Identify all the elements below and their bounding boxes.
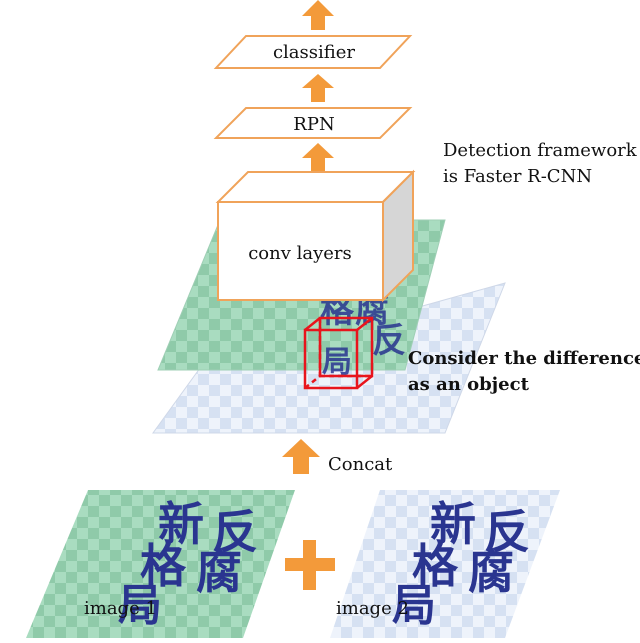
up-arrow-icon bbox=[302, 143, 334, 172]
stacked-title-glyph: 局 bbox=[322, 345, 352, 380]
up-arrow-icon bbox=[302, 74, 334, 102]
cover-glyph: 腐 bbox=[468, 545, 514, 599]
difference-highlight-cube bbox=[303, 316, 374, 390]
up-arrow-icon bbox=[282, 439, 320, 474]
cover-glyph: 腐 bbox=[196, 545, 242, 599]
cover-glyph: 反 bbox=[484, 505, 530, 559]
input-image-1: 新 反 格 腐 局 image 1 bbox=[26, 490, 295, 638]
conv-layers-label: conv layers bbox=[248, 243, 352, 264]
concat-arrow: Concat bbox=[282, 439, 393, 475]
plus-icon bbox=[285, 540, 335, 590]
difference-note-line2: as an object bbox=[408, 374, 530, 395]
conv-box-front bbox=[217, 201, 384, 301]
classifier-layer: classifier bbox=[213, 35, 413, 69]
framework-note-line1: Detection framework bbox=[443, 140, 638, 161]
cover-glyph: 新 bbox=[158, 497, 204, 551]
arrow-top bbox=[302, 0, 334, 30]
image2-cover-title: 新 反 格 腐 局 bbox=[392, 497, 530, 631]
stacked-title-glyph: 反 bbox=[372, 321, 406, 361]
classifier-label: classifier bbox=[273, 42, 355, 63]
input-image-2: 新 反 格 腐 局 image 2 bbox=[330, 490, 560, 638]
up-arrow-icon bbox=[302, 0, 334, 30]
cover-glyph: 反 bbox=[212, 505, 258, 559]
arrow-classifier-rpn bbox=[302, 74, 334, 102]
cover-glyph: 局 bbox=[118, 580, 162, 631]
conv-box-top bbox=[215, 171, 416, 203]
rpn-label: RPN bbox=[293, 114, 334, 135]
image2-label: image 2 bbox=[336, 598, 409, 619]
cover-glyph: 格 bbox=[412, 539, 459, 593]
concat-label: Concat bbox=[328, 454, 393, 475]
framework-note-line2: is Faster R-CNN bbox=[443, 166, 592, 187]
cover-glyph: 新 bbox=[430, 497, 476, 551]
cover-glyph: 局 bbox=[392, 580, 436, 631]
arrow-rpn-conv bbox=[302, 143, 334, 172]
image1-cover-title: 新 反 格 腐 局 bbox=[118, 497, 258, 631]
image1-label: image 1 bbox=[84, 598, 157, 619]
conv-layers-box: conv layers bbox=[215, 169, 416, 303]
cover-glyph: 格 bbox=[140, 539, 187, 593]
difference-note-line1: Consider the difference bbox=[408, 348, 640, 369]
rpn-layer: RPN bbox=[213, 107, 413, 139]
